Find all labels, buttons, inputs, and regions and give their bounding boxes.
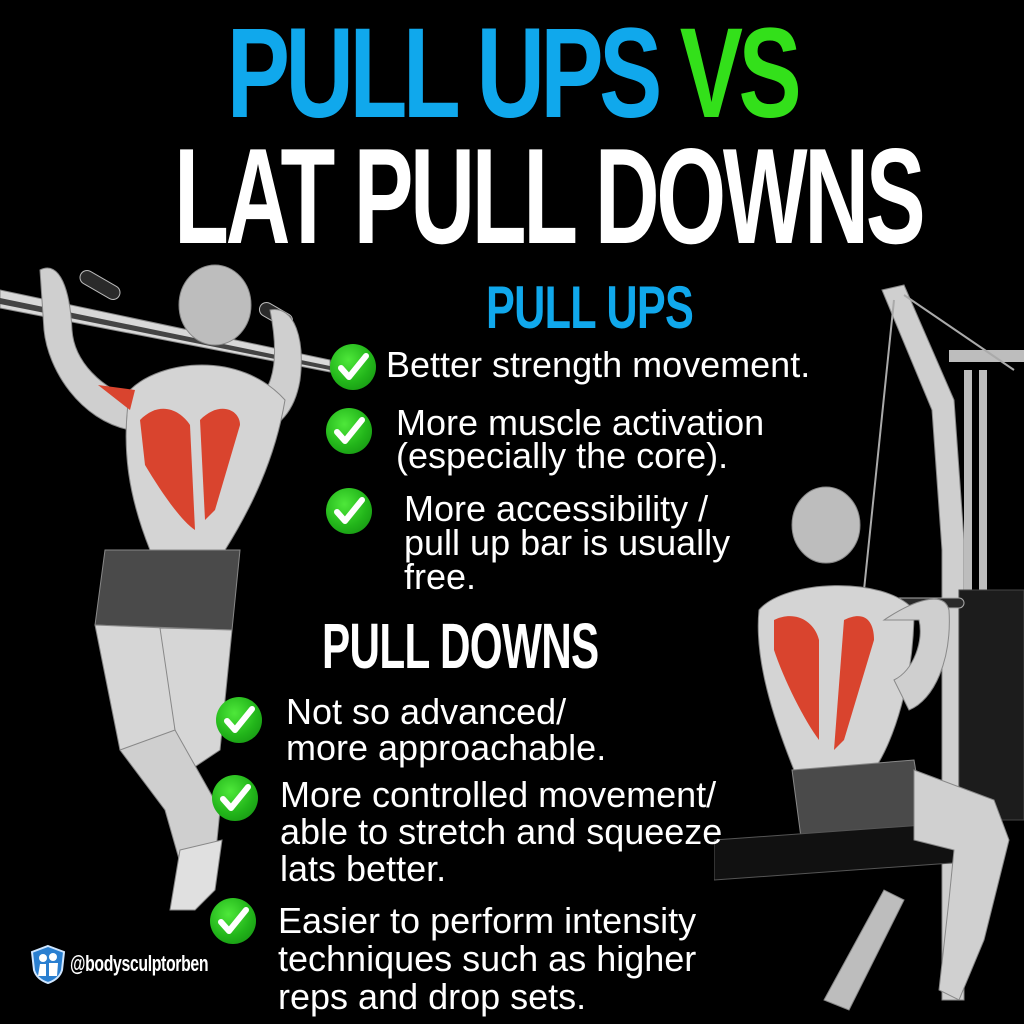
check-circle-icon [326, 488, 372, 534]
item-line: More controlled movement/ [280, 774, 717, 815]
item-line: techniques such as higher [278, 938, 697, 979]
title-pull-ups: PULL UPS [226, 2, 663, 145]
item-line: reps and drop sets. [278, 976, 587, 1017]
item-line: Better strength movement. [386, 344, 811, 385]
pull-ups-item-1: Better strength movement. [386, 344, 811, 385]
item-line: able to stretch and squeeze [280, 811, 723, 852]
pull-ups-item-2: More muscle activation (especially the c… [396, 402, 765, 476]
pull-up-illustration [0, 264, 331, 911]
item-line: free. [404, 556, 477, 597]
item-line: More accessibility / [404, 488, 709, 529]
lat-pulldown-illustration [714, 284, 1024, 1011]
item-line: Not so advanced/ [286, 691, 567, 732]
item-line: More muscle activation [396, 402, 765, 443]
pull-ups-item-3: More accessibility / pull up bar is usua… [404, 488, 731, 597]
pull-downs-item-2: More controlled movement/ able to stretc… [280, 776, 722, 887]
item-line: (especially the core). [396, 435, 729, 476]
check-circle-icon [326, 408, 372, 454]
item-line: pull up bar is usually [404, 522, 731, 563]
title-line-2: LAT PULL DOWNS [174, 120, 926, 272]
watermark: @bodysculptorben [30, 944, 262, 984]
item-line: Easier to perform intensity [278, 900, 697, 941]
title-line-1: PULL UPS VS [133, 10, 891, 138]
pull-ups-heading: PULL UPS [486, 274, 694, 341]
watermark-handle[interactable]: @bodysculptorben [70, 951, 209, 976]
title-vs: VS [679, 2, 802, 145]
pull-downs-heading: PULL DOWNS [322, 610, 599, 682]
check-circle-icon [330, 344, 376, 390]
check-circle-icon [216, 697, 262, 743]
item-line: lats better. [280, 848, 447, 889]
pull-downs-item-3: Easier to perform intensity techniques s… [278, 902, 696, 1016]
shield-logo-icon [30, 944, 66, 984]
pull-downs-item-1: Not so advanced/ more approachable. [286, 694, 606, 766]
check-circle-icon [212, 775, 258, 821]
check-circle-icon [210, 898, 256, 944]
item-line: more approachable. [286, 727, 607, 768]
